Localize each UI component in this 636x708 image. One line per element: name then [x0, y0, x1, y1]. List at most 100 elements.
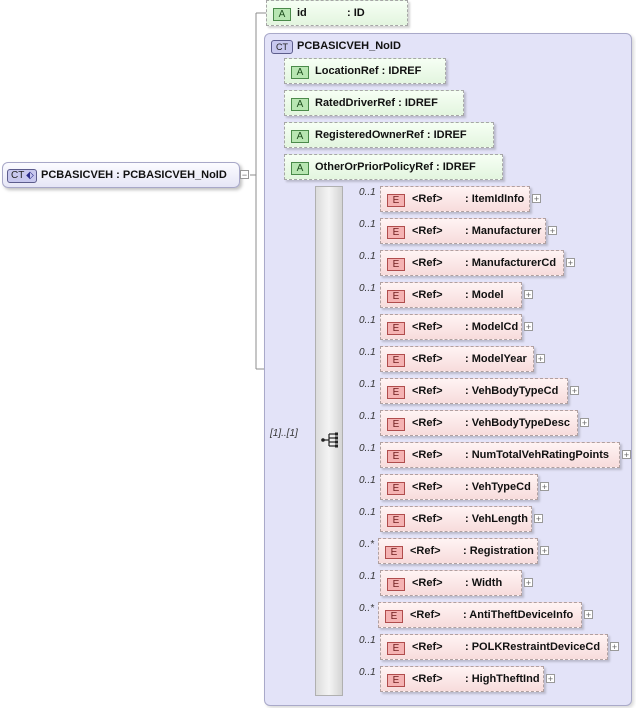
element-name: : NumTotalVehRatingPoints	[465, 449, 610, 461]
element-name: : Manufacturer	[465, 225, 542, 237]
element-badge: E	[387, 674, 405, 687]
element-cardinality: 0..1	[359, 315, 376, 326]
element-name: : ItemIdInfo	[465, 193, 525, 205]
element-ref-label: <Ref>	[412, 225, 443, 237]
expand-button[interactable]: +	[610, 642, 619, 652]
expand-button[interactable]: +	[566, 258, 575, 268]
element-ref-label: <Ref>	[410, 609, 441, 621]
expand-button[interactable]: +	[540, 482, 549, 492]
element-cardinality: 0..1	[359, 187, 376, 198]
element-badge: E	[387, 514, 405, 527]
attribute-id[interactable]: A id : ID	[266, 0, 408, 26]
element-badge: E	[387, 226, 405, 239]
element-name: : Registration	[463, 545, 534, 557]
element-name: : VehBodyTypeCd	[465, 385, 559, 397]
attribute-label: OtherOrPriorPolicyRef : IDREF	[315, 161, 476, 173]
element-badge: E	[387, 418, 405, 431]
collapse-button[interactable]: −	[240, 170, 249, 180]
element-badge: E	[387, 322, 405, 335]
expand-button[interactable]: +	[548, 226, 557, 236]
expand-button[interactable]: +	[524, 322, 533, 332]
element-cardinality: 0..*	[359, 603, 375, 614]
element-cardinality: 0..1	[359, 571, 376, 582]
element-name: : Model	[465, 289, 504, 301]
attribute-other-or-prior-policy-ref[interactable]: A OtherOrPriorPolicyRef : IDREF	[284, 154, 503, 180]
complex-type-badge: CT	[271, 40, 293, 54]
attribute-rated-driver-ref[interactable]: A RatedDriverRef : IDREF	[284, 90, 464, 116]
element-name: : HighTheftInd	[465, 673, 540, 685]
expand-button[interactable]: +	[524, 578, 533, 588]
element-badge: E	[387, 642, 405, 655]
element-ref-label: <Ref>	[412, 385, 443, 397]
element-box[interactable]: E <Ref> : POLKRestraintDeviceCd	[380, 634, 608, 660]
element-box[interactable]: E<Ref>: Model	[380, 282, 522, 308]
root-element-box[interactable]: CT⬖ PCBASICVEH : PCBASICVEH_NoID	[2, 162, 240, 188]
element-name: : ModelCd	[465, 321, 519, 333]
element-box[interactable]: E <Ref> : HighTheftInd	[380, 666, 544, 692]
expand-button[interactable]: +	[532, 194, 541, 204]
element-badge: E	[385, 546, 403, 559]
element-ref-label: <Ref>	[412, 417, 443, 429]
expand-button[interactable]: +	[524, 290, 533, 300]
element-box[interactable]: E <Ref> : VehBodyTypeCd	[380, 378, 568, 404]
element-box[interactable]: E<Ref>: VehLength	[380, 506, 532, 532]
expand-button[interactable]: +	[580, 418, 589, 428]
attribute-location-ref[interactable]: A LocationRef : IDREF	[284, 58, 446, 84]
element-cardinality: 0..1	[359, 635, 376, 646]
element-box[interactable]: E<Ref>: ModelCd	[380, 314, 522, 340]
expand-button[interactable]: +	[570, 386, 579, 396]
element-box[interactable]: E <Ref> : Manufacturer	[380, 218, 546, 244]
element-box[interactable]: E <Ref> : VehBodyTypeDesc	[380, 410, 578, 436]
element-badge: E	[387, 450, 405, 463]
element-badge: E	[387, 354, 405, 367]
element-name: : ModelYear	[465, 353, 527, 365]
expand-button[interactable]: +	[536, 354, 545, 364]
expand-button[interactable]: +	[546, 674, 555, 684]
attribute-name: id	[297, 7, 307, 19]
attribute-badge: A	[291, 98, 309, 111]
element-ref-label: <Ref>	[412, 289, 443, 301]
element-ref-label: <Ref>	[412, 193, 443, 205]
attribute-label: RatedDriverRef : IDREF	[315, 97, 438, 109]
attribute-label: LocationRef : IDREF	[315, 65, 422, 77]
element-cardinality: 0..1	[359, 379, 376, 390]
element-name: : AntiTheftDeviceInfo	[463, 609, 574, 621]
element-cardinality: 0..1	[359, 347, 376, 358]
element-box[interactable]: E<Ref>: ManufacturerCd	[380, 250, 564, 276]
element-box[interactable]: E <Ref> : Registration	[378, 538, 538, 564]
element-badge: E	[387, 578, 405, 591]
root-element-title: PCBASICVEH : PCBASICVEH_NoID	[41, 169, 227, 181]
element-box[interactable]: E<Ref>: ItemIdInfo	[380, 186, 530, 212]
element-ref-label: <Ref>	[412, 481, 443, 493]
element-ref-label: <Ref>	[412, 577, 443, 589]
element-ref-label: <Ref>	[412, 257, 443, 269]
element-box[interactable]: E<Ref>: VehTypeCd	[380, 474, 538, 500]
attribute-badge: A	[291, 130, 309, 143]
attribute-badge: A	[291, 162, 309, 175]
element-box[interactable]: E<Ref>: AntiTheftDeviceInfo	[378, 602, 582, 628]
element-badge: E	[387, 386, 405, 399]
element-box[interactable]: E<Ref>: ModelYear	[380, 346, 534, 372]
element-name: : POLKRestraintDeviceCd	[465, 641, 601, 653]
expand-button[interactable]: +	[584, 610, 593, 620]
element-box[interactable]: E<Ref>: Width	[380, 570, 522, 596]
element-ref-label: <Ref>	[412, 673, 443, 685]
attribute-badge: A	[291, 66, 309, 79]
expand-button[interactable]: +	[622, 450, 631, 460]
complex-type-badge: CT⬖	[7, 169, 37, 183]
attribute-label: RegisteredOwnerRef : IDREF	[315, 129, 467, 141]
attribute-type: : ID	[347, 7, 365, 19]
expand-button[interactable]: +	[540, 546, 549, 556]
element-ref-label: <Ref>	[410, 545, 441, 557]
element-cardinality: 0..1	[359, 251, 376, 262]
sequence-icon[interactable]	[321, 432, 339, 448]
element-cardinality: 0..1	[359, 411, 376, 422]
element-box[interactable]: E<Ref>: NumTotalVehRatingPoints	[380, 442, 620, 468]
element-cardinality: 0..1	[359, 667, 376, 678]
expand-button[interactable]: +	[534, 514, 543, 524]
element-name: : ManufacturerCd	[465, 257, 557, 269]
sequence-cardinality: [1]..[1]	[270, 428, 298, 439]
element-ref-label: <Ref>	[412, 641, 443, 653]
attribute-registered-owner-ref[interactable]: A RegisteredOwnerRef : IDREF	[284, 122, 494, 148]
element-name: : VehBodyTypeDesc	[465, 417, 570, 429]
